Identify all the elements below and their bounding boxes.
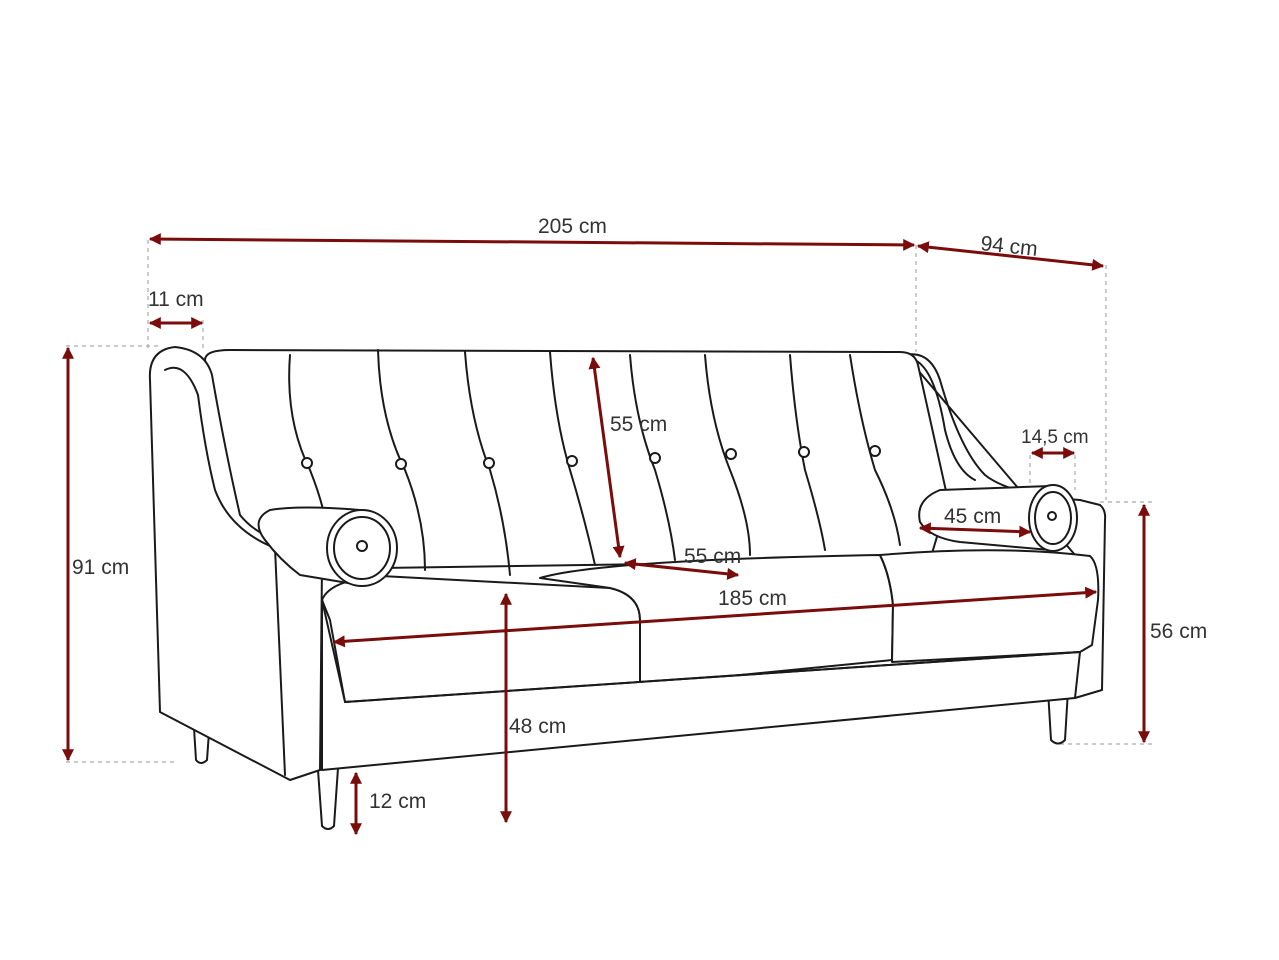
tufting-buttons xyxy=(301,445,881,470)
backrest-channels xyxy=(288,349,901,576)
dimension-arrows xyxy=(62,233,1150,836)
label-depth: 94 cm xyxy=(979,232,1038,261)
label-bolster-diameter: 14,5 cm xyxy=(1021,427,1089,448)
label-bolster-length: 45 cm xyxy=(944,505,1001,528)
label-seat-depth: 55 cm xyxy=(684,545,741,568)
guide-lines xyxy=(66,240,1152,763)
label-backrest-height: 55 cm xyxy=(610,413,667,436)
label-arm-height: 56 cm xyxy=(1150,620,1207,643)
leg-right-front xyxy=(1047,689,1069,745)
label-arm-width: 11 cm xyxy=(148,288,204,311)
leg-left-front xyxy=(317,767,339,830)
seat-cushion-right xyxy=(879,549,1100,663)
label-seat-height: 48 cm xyxy=(509,715,566,738)
label-total-height: 91 cm xyxy=(72,556,129,579)
label-leg-height: 12 cm xyxy=(369,790,426,813)
label-total-width: 205 cm xyxy=(538,215,607,238)
label-seat-width: 185 cm xyxy=(718,587,787,610)
